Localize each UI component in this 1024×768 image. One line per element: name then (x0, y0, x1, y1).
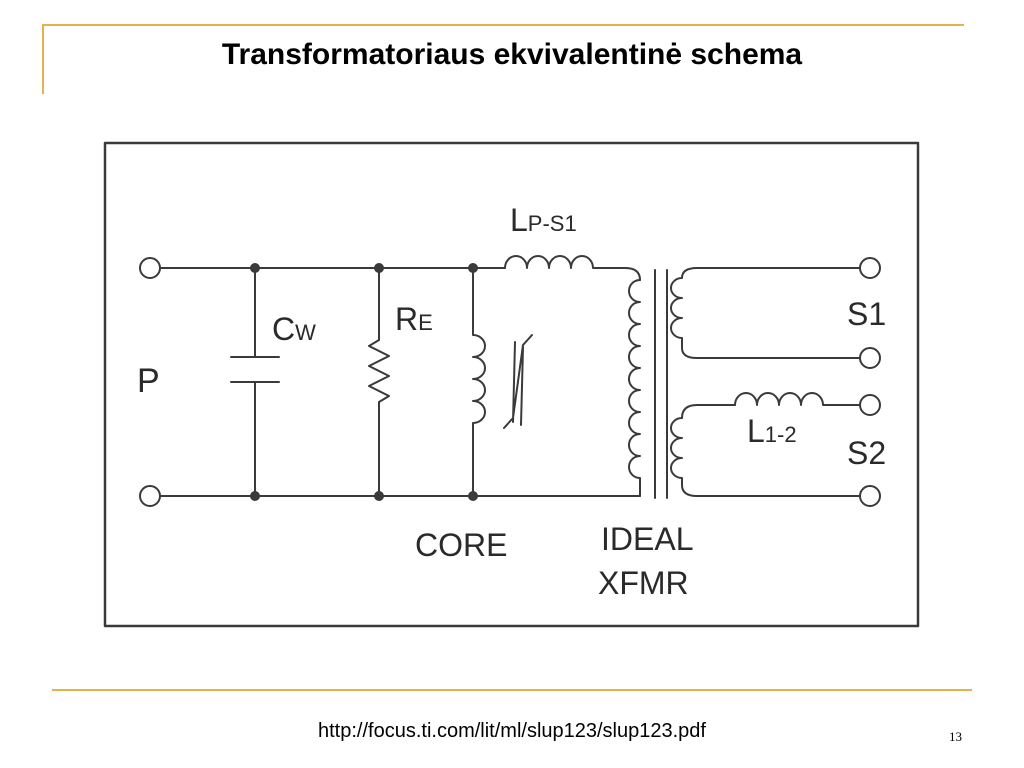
label-core: CORE (415, 527, 507, 563)
capacitor-cw-plates (230, 356, 280, 383)
resistor-re (368, 267, 390, 497)
page-number: 13 (949, 729, 962, 744)
terminal-p-bottom (139, 485, 161, 507)
ideal-primary-winding (628, 279, 641, 497)
secondary-s1-winding (670, 267, 861, 359)
terminal-s2-bottom (859, 485, 881, 507)
leakage-inductor-l12 (734, 392, 861, 406)
leakage-inductor-lps1 (504, 255, 641, 281)
frame-top-rule (42, 24, 964, 26)
junction-dot (374, 263, 384, 273)
junction-dot (374, 491, 384, 501)
junction-dot (250, 491, 260, 501)
diagram-border (103, 141, 920, 628)
label-s1: S1 (847, 296, 886, 332)
terminal-s2-top (859, 394, 881, 416)
ideal-core-bars (654, 269, 668, 499)
junction-dot (468, 263, 478, 273)
label-cw: CW (272, 311, 316, 347)
label-xfmr: XFMR (598, 565, 689, 601)
source-link[interactable]: http://focus.ti.com/lit/ml/slup123/slup1… (318, 720, 706, 742)
secondary-s2-winding-coil (670, 417, 861, 497)
transformer-equivalent-circuit: P CW RE LP-S1 L1-2 S1 S2 CORE IDEAL XFMR (103, 141, 920, 628)
terminal-p-top (139, 257, 161, 279)
terminal-s1-top (859, 257, 881, 279)
slide-title: Transformatoriaus ekvivalentinė schema (221, 38, 803, 71)
secondary-s2-winding (681, 404, 736, 419)
label-ideal: IDEAL (601, 521, 693, 557)
label-re: RE (395, 301, 433, 337)
label-lps1: LP-S1 (510, 202, 577, 238)
hysteresis-symbol (503, 334, 533, 429)
label-p: P (137, 362, 160, 400)
label-s2: S2 (847, 435, 886, 471)
core-inductor (472, 267, 486, 497)
label-l12: L1-2 (747, 413, 797, 449)
junction-dot (468, 491, 478, 501)
terminal-s1-bottom (859, 347, 881, 369)
junction-dot (250, 263, 260, 273)
frame-left-rule (42, 24, 44, 94)
footer-rule (52, 689, 972, 691)
